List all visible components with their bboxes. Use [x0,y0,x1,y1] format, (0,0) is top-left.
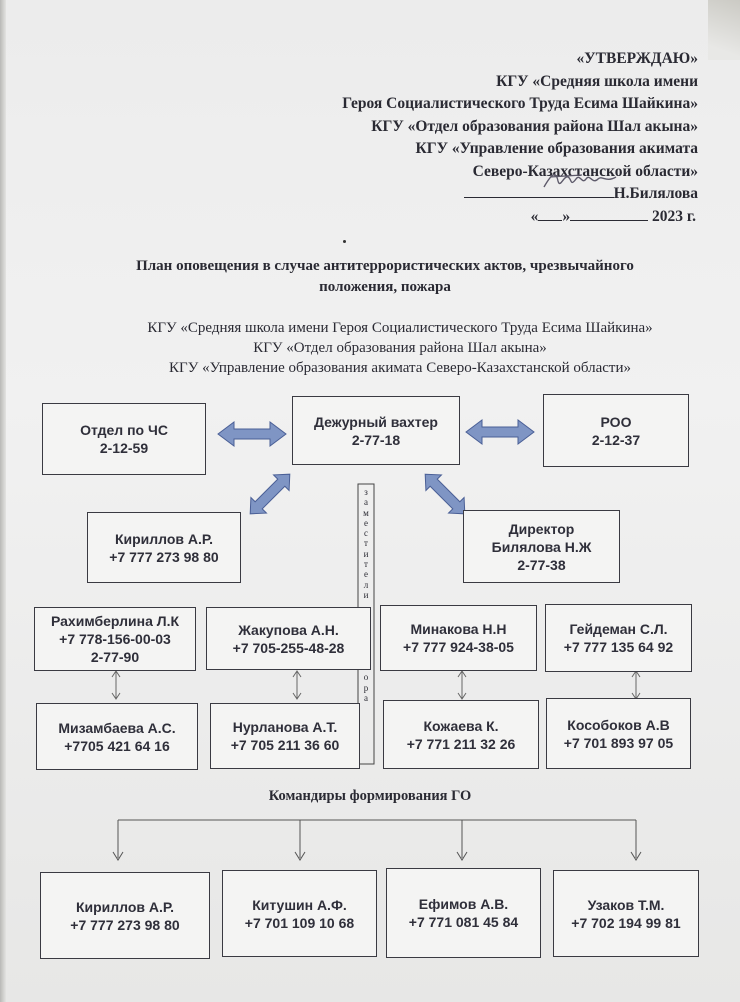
kirillov-phone: +7 777 273 98 80 [109,548,219,565]
organization-1: КГУ «Средняя школа имени Героя Социалист… [147,320,653,336]
approval-line-5: Северо-Казахстанской области» [472,162,698,180]
vertical-label-letter: с [364,528,368,539]
deputy-phone-internal: 2-77-90 [90,649,140,665]
kirillov-name: Кириллов А.Р. [114,530,214,547]
emergency-department-name: Отдел по ЧС [80,422,168,438]
deputy-box: Жакупова А.Н. +7 705-255-48-28 [206,607,371,670]
signer-name: Н.Билялова [613,185,698,202]
commander-name: Узаков Т.М. [587,896,665,913]
staff-box: Кожаева К. +7 771 211 32 26 [383,700,539,769]
commander-box: Кириллов А.Р. +7 777 273 98 80 [40,872,210,959]
watchman-phone: 2-77-18 [351,431,401,448]
vertical-label-letter: т [364,559,368,570]
staff-phone: +7705 421 64 16 [64,737,170,754]
director-name: Билялова Н.Ж [491,538,592,555]
vertical-label-letter: з [364,487,368,497]
organizations-list: КГУ «Средняя школа имени Героя Социалист… [60,318,740,378]
commander-name: Китушин А.Ф. [252,896,347,913]
approval-line-3: КГУ «Отдел образования района Шал акына» [371,117,698,135]
commander-name: Ефимов А.В. [418,896,509,912]
organization-3: КГУ «Управление образования акимата Севе… [169,360,631,376]
staff-phone: +7 705 211 36 60 [230,737,340,753]
staff-name: Нурланова А.Т. [232,719,338,735]
commander-phone: +7 702 194 99 81 [571,914,681,931]
deputy-phone: +7 777 924-38-05 [403,639,514,655]
staff-box: Мизамбаева А.С. +7705 421 64 16 [36,703,198,770]
staff-phone: +7 701 893 97 05 [563,734,674,751]
approval-block: «УТВЕРЖДАЮ» КГУ «Средняя школа имени Гер… [178,48,698,228]
deputy-name: Гейдеман С.Л. [569,621,668,637]
vertical-label-letter: м [363,507,369,518]
commander-phone: +7 701 109 10 68 [244,914,355,931]
signature-line: Н.Билялова [178,183,698,206]
staff-box: Нурланова А.Т. +7 705 211 36 60 [210,703,360,769]
approval-heading: «УТВЕРЖДАЮ» [576,50,698,67]
paper-edge-top-right [708,0,740,60]
director-phone: 2-77-38 [517,556,566,573]
commander-box: Ефимов А.В. +7 771 081 45 84 [386,868,541,958]
watchman-name: Дежурный вахтер [314,413,438,430]
vertical-label-letter: о [363,672,369,683]
vertical-label-letter: р [363,682,369,693]
roo-phone: 2-12-37 [591,431,641,448]
staff-phone: +7 771 211 32 26 [406,735,516,752]
deputy-name: Минакова Н.Н [410,621,507,637]
commander-phone: +7 777 273 98 80 [70,916,180,933]
emergency-department-phone: 2-12-59 [99,440,149,456]
vertical-label-letter: е [364,517,368,528]
commander-box: Китушин А.Ф. +7 701 109 10 68 [222,870,377,957]
document-title: План оповещения в случае антитеррористич… [80,256,690,298]
deputy-box: Гейдеман С.Л. +7 777 135 64 92 [545,604,692,672]
approval-year: 2023 г. [651,207,696,225]
staff-name: Кожаева К. [423,717,499,734]
deputy-box: Рахимберлина Л.К +7 778-156-00-03 2-77-9… [34,607,196,671]
deputy-phone: +7 705-255-48-28 [232,639,345,656]
stray-dot [343,240,346,243]
commanders-bracket [112,819,642,861]
staff-name: Мизамбаева А.С. [58,719,176,736]
deputy-name: Рахимберлина Л.К [50,613,180,629]
title-line-1: План оповещения в случае антитеррористич… [136,258,634,274]
handwritten-signature [543,174,617,188]
watchman-box: Дежурный вахтер 2-77-18 [292,396,460,465]
vertical-label-letter: и [363,548,369,559]
deputy-phone: +7 777 135 64 92 [563,639,674,655]
double-arrow-right-icon [465,419,535,445]
double-arrow-left-icon [217,421,287,447]
kirillov-box: Кириллов А.Р. +7 777 273 98 80 [87,512,241,583]
approval-line-4: КГУ «Управление образования акимата [415,140,698,157]
vertical-label-letter: е [364,569,368,580]
title-line-2: положения, пожара [319,279,451,295]
approval-line-1: КГУ «Средняя школа имени [496,72,698,90]
vertical-label-letter: а [364,497,368,508]
vertical-label-letter: л [363,579,369,590]
approval-line-2: Героя Социалистического Труда Есима Шайк… [342,95,698,112]
commanders-heading: Командиры формирования ГО [268,788,472,804]
commander-phone: +7 771 081 45 84 [408,914,519,930]
staff-box: Кособоков А.В +7 701 893 97 05 [546,698,691,769]
approval-date: «» 2023 г. [530,207,696,225]
director-title: Директор [508,520,575,537]
roo-box: РОО 2-12-37 [543,394,689,467]
deputy-phone: +7 778-156-00-03 [59,631,171,647]
staff-name: Кособоков А.В [567,716,670,733]
commander-box: Узаков Т.М. +7 702 194 99 81 [553,870,699,957]
deputy-box: Минакова Н.Н +7 777 924-38-05 [380,605,537,671]
vertical-label-letter: т [364,538,368,549]
diagonal-arrow-left-icon [249,473,291,515]
roo-name: РОО [600,413,632,430]
director-box: Директор Билялова Н.Ж 2-77-38 [463,510,620,583]
commander-name: Кириллов А.Р. [75,898,175,915]
vertical-label-letter: а [364,692,368,703]
organization-2: КГУ «Отдел образования района Шал акына» [253,340,547,356]
emergency-department-box: Отдел по ЧС 2-12-59 [42,403,206,475]
paper-edge-left [0,0,6,1002]
vertical-label-letter: и [363,589,369,600]
deputy-name: Жакупова А.Н. [238,621,339,638]
